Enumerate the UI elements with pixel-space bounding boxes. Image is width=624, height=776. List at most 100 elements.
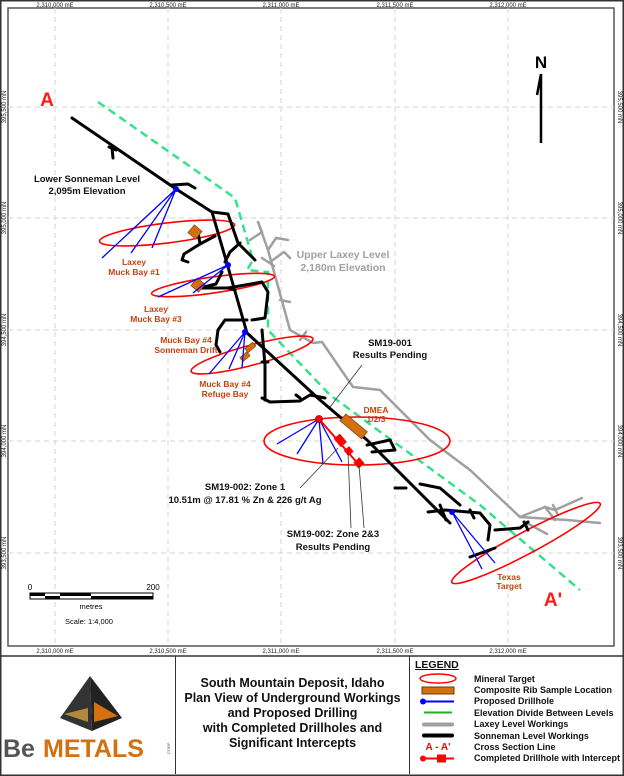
easting-label: 2,311,500 mE — [377, 3, 414, 9]
target-label: Muck Bay #4 — [199, 379, 251, 389]
northing-labels-right: 395,500 mN 395,000 mN 394,500 mN 394,000… — [616, 91, 622, 570]
legend-item: Proposed Drillhole — [410, 696, 624, 707]
rib-sample-icon — [421, 686, 455, 695]
north-arrow-icon: N — [535, 53, 547, 143]
laxey-workings-icon — [422, 722, 454, 727]
easting-label: 2,310,000 mE — [36, 649, 73, 655]
legend-item: Completed Drillhole with Intercept — [410, 753, 624, 764]
legend-item: Mineral Target — [410, 673, 624, 684]
northing-label: 393,500 mN — [616, 537, 622, 570]
legend-item: A - A' Cross Section Line — [410, 741, 624, 753]
grid — [8, 8, 614, 646]
legend-item: Elevation Divide Between Levels — [410, 707, 624, 718]
legend-item: Composite Rib Sample Location — [410, 684, 624, 695]
northing-label: 395,000 mN — [2, 202, 8, 235]
upper-level-label: Upper Laxey Level — [297, 249, 390, 261]
target-laxey-1 — [98, 219, 236, 247]
map-frame — [7, 7, 615, 647]
legend-label: Sonneman Level Workings — [474, 730, 589, 741]
easting-label: 2,312,000 mE — [489, 649, 526, 655]
laxey-level-workings — [248, 220, 602, 536]
title-panel: South Mountain Deposit, Idaho Plan View … — [176, 656, 410, 774]
annotation-sm19-001: SM19-001 — [368, 338, 413, 349]
target-label: Laxey — [122, 257, 146, 267]
easting-label: 2,310,000 mE — [36, 3, 73, 9]
target-texas — [450, 501, 602, 585]
section-label-a-prime: A' — [544, 590, 562, 611]
logo-text-metals: METALS — [43, 735, 144, 763]
section-label-a: A — [40, 90, 54, 111]
northing-label: 394,500 mN — [616, 314, 622, 347]
northing-label: 393,500 mN — [2, 537, 8, 570]
target-label: Sonneman Drift — [154, 345, 217, 355]
target-label: DMEA — [363, 405, 388, 415]
completed-drillholes — [315, 415, 365, 469]
annotation-sm19-002-intercept: 10.51m @ 17.81 % Zn & 226 g/t Ag — [168, 495, 321, 506]
easting-label: 2,311,500 mE — [377, 649, 414, 655]
easting-label: 2,310,500 mE — [149, 3, 186, 9]
logo-suffix: CORP — [166, 742, 171, 754]
proposed-drillholes — [101, 186, 496, 570]
title-line: South Mountain Deposit, Idaho — [200, 676, 385, 690]
northing-label: 394,000 mN — [616, 425, 622, 458]
target-label: Muck Bay #4 — [160, 335, 212, 345]
easting-label: 2,311,000 mE — [263, 649, 300, 655]
elevation-divide-icon — [424, 711, 452, 714]
elevation-divide-line — [97, 100, 581, 591]
scale-unit: metres — [80, 602, 103, 611]
northing-label: 395,500 mN — [616, 91, 622, 124]
annotation-sm19-002-zone23-status: Results Pending — [296, 542, 371, 553]
logo-panel: Be METALS CORP — [0, 656, 176, 774]
legend-item: Sonneman Level Workings — [410, 730, 624, 741]
northing-label: 394,000 mN — [2, 425, 8, 458]
target-label: Muck Bay #1 — [108, 267, 160, 277]
north-label: N — [535, 53, 547, 72]
scale-ratio: Scale: 1:4,000 — [65, 617, 113, 626]
target-label: Laxey — [144, 304, 168, 314]
easting-label: 2,311,000 mE — [263, 3, 300, 9]
legend-label: Mineral Target — [474, 673, 535, 684]
target-label: Target — [496, 581, 522, 591]
easting-labels-top: 2,310,000 mE 2,310,500 mE 2,311,000 mE 2… — [36, 3, 526, 9]
legend-label: Elevation Divide Between Levels — [474, 707, 614, 718]
northing-label: 395,500 mN — [2, 91, 8, 124]
legend-item: Laxey Level Workings — [410, 719, 624, 730]
scale-bar: 0 200 metres Scale: 1:4,000 — [28, 583, 160, 626]
legend-heading: LEGEND — [415, 659, 459, 671]
annotation-sm19-002-zone23: SM19-002: Zone 2&3 — [287, 529, 379, 540]
legend-label: Proposed Drillhole — [474, 696, 555, 707]
legend-label: Laxey Level Workings — [474, 719, 569, 730]
legend-label: Cross Section Line — [474, 742, 556, 753]
completed-drillhole-icon — [420, 754, 454, 763]
annotation-sm19-001-status: Results Pending — [353, 350, 428, 361]
northing-labels-left: 395,500 mN 395,000 mN 394,500 mN 394,000… — [2, 91, 8, 570]
mineral-target-icon — [419, 673, 457, 684]
target-label: 1/2/3 — [367, 414, 386, 424]
target-label: Texas — [497, 572, 521, 582]
target-label: Refuge Bay — [202, 389, 249, 399]
easting-label: 2,312,000 mE — [489, 3, 526, 9]
legend: LEGEND Mineral Target Composite Rib Samp… — [410, 656, 624, 774]
title-line: Significant Intercepts — [228, 736, 357, 750]
annotation-sm19-002-zone1: SM19-002: Zone 1 — [205, 482, 286, 493]
easting-label: 2,310,500 mE — [149, 649, 186, 655]
northing-label: 394,500 mN — [2, 314, 8, 347]
sonneman-workings-icon — [422, 733, 454, 738]
target-label: Muck Bay #3 — [130, 314, 182, 324]
lower-level-elevation: 2,095m Elevation — [48, 186, 125, 197]
bemetals-logo: Be METALS CORP — [3, 676, 171, 763]
title-line: Plan View of Underground Workings — [184, 691, 401, 705]
scale-end: 200 — [146, 583, 160, 592]
lower-level-label: Lower Sonneman Level — [34, 174, 140, 185]
legend-label: Completed Drillhole with Intercept — [474, 753, 621, 764]
upper-level-elevation: 2,180m Elevation — [300, 262, 385, 274]
proposed-drillhole-icon — [420, 698, 454, 705]
easting-labels-bottom: 2,310,000 mE 2,310,500 mE 2,311,000 mE 2… — [36, 649, 526, 655]
title-line: with Completed Drillholes and — [202, 721, 383, 735]
cross-section-symbol: A - A' — [425, 741, 451, 753]
legend-label: Composite Rib Sample Location — [474, 685, 613, 696]
title-line: and Proposed Drilling — [227, 706, 358, 720]
scale-start: 0 — [28, 583, 33, 592]
